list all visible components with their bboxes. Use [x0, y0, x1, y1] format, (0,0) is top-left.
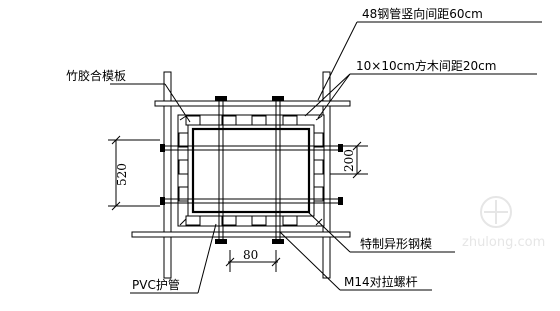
- label-bolt: M14对拉螺杆: [344, 274, 418, 289]
- tie-bolts: [160, 96, 343, 244]
- formwork-frame: [177, 114, 325, 227]
- dimension-bottom-width: 80: [225, 248, 281, 272]
- horizontal-steel-pipes: [131, 100, 351, 238]
- dim-height-right: 200: [342, 149, 356, 172]
- label-special-formwork: 特制异形钢模: [360, 236, 432, 251]
- dim-height-left: 520: [115, 163, 129, 186]
- watermark-text: zhulong.com: [462, 235, 545, 250]
- label-pvc: PVC护管: [132, 277, 180, 292]
- label-plywood: 竹胶合模板: [66, 68, 126, 83]
- dimension-height-right: 200: [330, 141, 368, 179]
- watermark: zhulong.com: [462, 196, 545, 250]
- leader-lines: [110, 21, 542, 294]
- special-steel-formwork: [191, 127, 311, 214]
- label-timber: 10×10cm方木间距20cm: [356, 58, 496, 73]
- dim-bottom-width: 80: [243, 248, 258, 262]
- dimension-height-left: 520: [108, 135, 160, 211]
- label-steel-pipe: 48钢管竖向间距60cm: [362, 6, 483, 21]
- labels: 48钢管竖向间距60cm 10×10cm方木间距20cm 竹胶合模板 特制异形钢…: [66, 6, 496, 292]
